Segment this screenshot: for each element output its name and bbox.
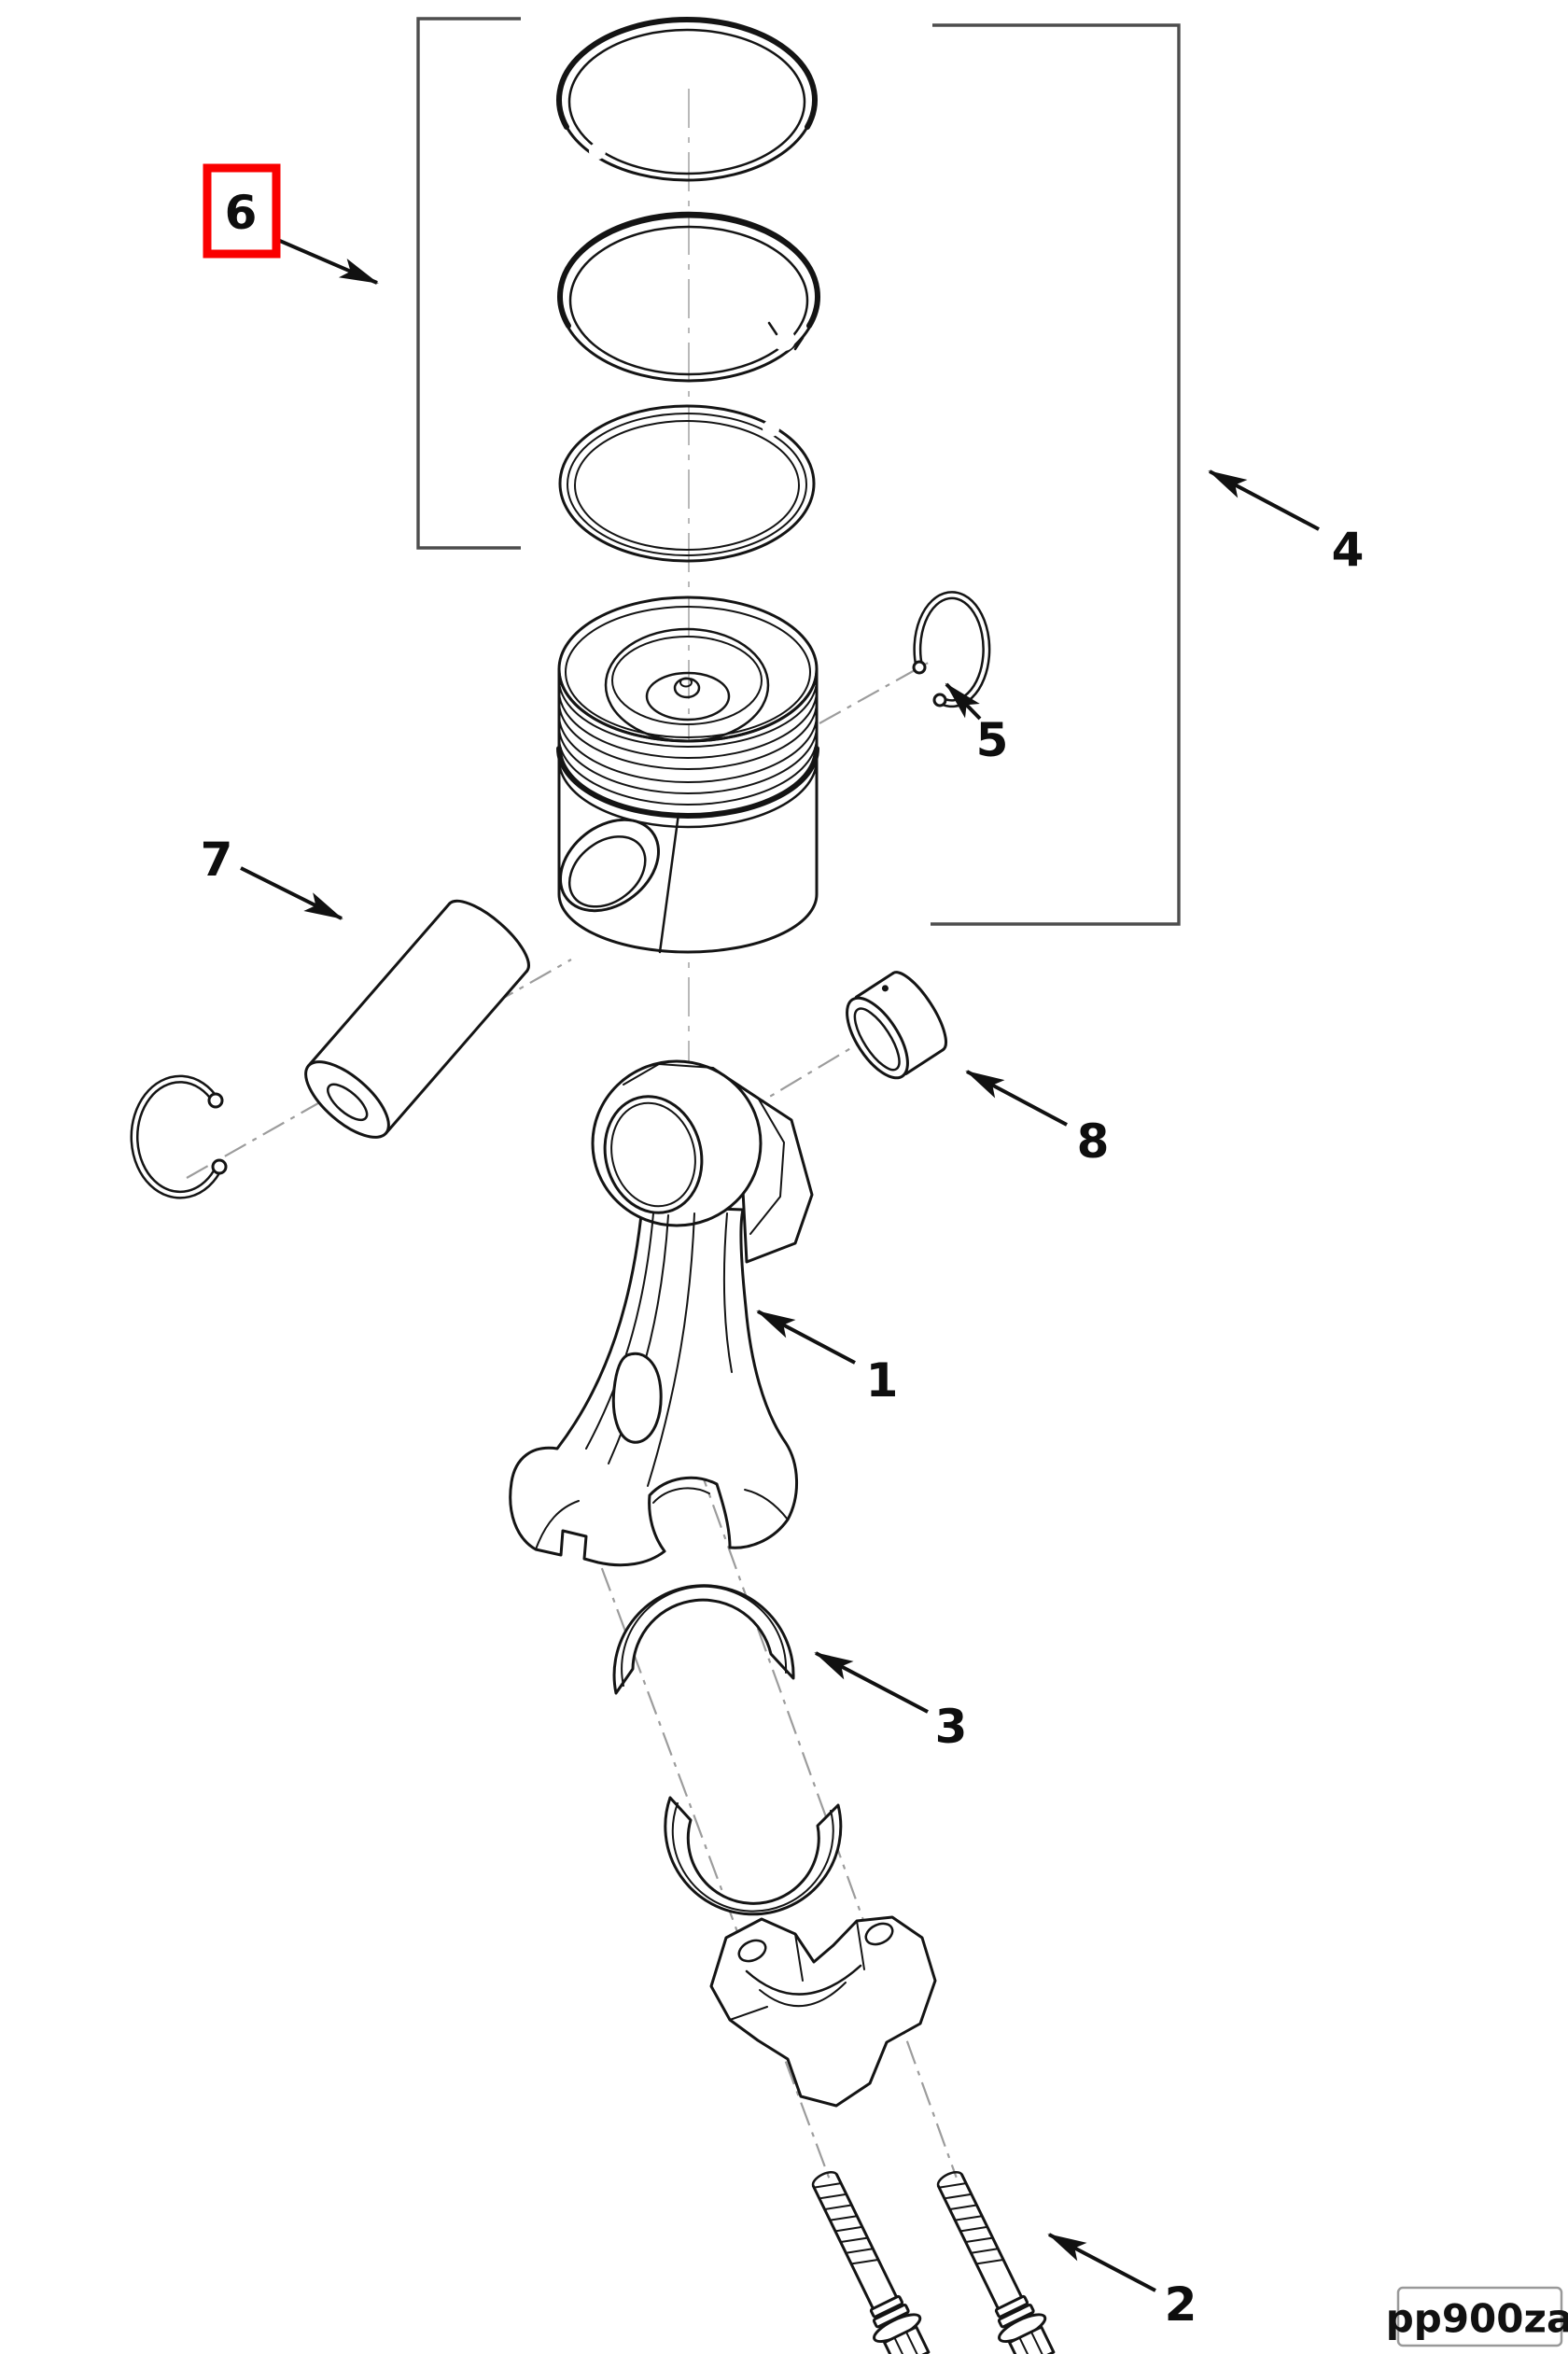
- callout-bearing-shells[interactable]: 3: [814, 1651, 968, 1754]
- piston-ring-set: [556, 17, 820, 563]
- callout-4-arrow: [1208, 469, 1320, 531]
- callout-7-arrow: [240, 866, 343, 920]
- crank-axis-left: [569, 1485, 835, 2191]
- rod-bolt-left: [798, 2162, 937, 2354]
- callout-2-label: 2: [1165, 2277, 1197, 2332]
- callout-piston-assembly[interactable]: 4: [1208, 469, 1365, 577]
- callout-6-label: 6: [225, 186, 258, 240]
- highlight-box: [203, 163, 281, 259]
- ring-set-bracket: [416, 17, 521, 550]
- bushing-axis-line: [742, 1037, 869, 1114]
- skirt-line: [658, 812, 680, 954]
- connecting-rod: [509, 1059, 814, 1567]
- callout-1-arrow: [756, 1310, 856, 1365]
- callout-6-arrow: [266, 233, 379, 285]
- ring-grooves: [556, 679, 819, 829]
- rod-detail-lines: [535, 1212, 789, 1550]
- callout-5-label: 5: [976, 713, 1009, 767]
- callout-1-label: 1: [866, 1353, 899, 1408]
- callout-piston-pin[interactable]: 7: [201, 833, 343, 920]
- bearing-shell-upper: [612, 1584, 795, 1695]
- piston: [556, 596, 819, 954]
- callout-connecting-rod[interactable]: 1: [756, 1310, 899, 1408]
- rod-cap: [709, 1915, 937, 2108]
- callout-3-label: 3: [935, 1700, 968, 1754]
- callout-7-label: 7: [201, 833, 233, 887]
- centerlines: [186, 89, 961, 2191]
- bearing-shell-lower: [664, 1796, 843, 1916]
- rod-bolts: [798, 2162, 1062, 2354]
- piston-assembly-bracket: [931, 23, 1181, 926]
- callout-4-label: 4: [1332, 523, 1365, 577]
- callout-pin-bushing[interactable]: 8: [965, 1070, 1110, 1169]
- callout-5-arrow: [945, 682, 982, 721]
- retaining-ring-left: [130, 1074, 228, 1199]
- code-box-border: [1396, 2286, 1563, 2347]
- callout-8-arrow: [965, 1070, 1068, 1127]
- pin-bushing: [846, 971, 947, 1080]
- drawing-code: pp900za: [1386, 2296, 1568, 2342]
- piston-ring-second: [557, 211, 820, 383]
- piston-pin: [304, 899, 530, 1139]
- drawing-code-box: pp900za: [1386, 2286, 1568, 2347]
- combustion-bowl: [645, 671, 731, 722]
- callout-piston-ring-set[interactable]: 6: [203, 163, 379, 285]
- callout-3-arrow: [814, 1651, 929, 1714]
- rod-bolt-right: [923, 2162, 1062, 2354]
- callout-retaining-ring[interactable]: 5: [945, 682, 1009, 767]
- callout-rod-bolts[interactable]: 2: [1047, 2233, 1197, 2332]
- pin-bore: [558, 818, 661, 913]
- small-end-eye: [603, 1095, 704, 1214]
- callout-2-arrow: [1047, 2233, 1156, 2292]
- piston-ring-top: [556, 17, 818, 182]
- callout-8-label: 8: [1077, 1114, 1110, 1169]
- piston-oil-ring: [558, 404, 816, 563]
- pin-axis-line-right: [819, 660, 932, 724]
